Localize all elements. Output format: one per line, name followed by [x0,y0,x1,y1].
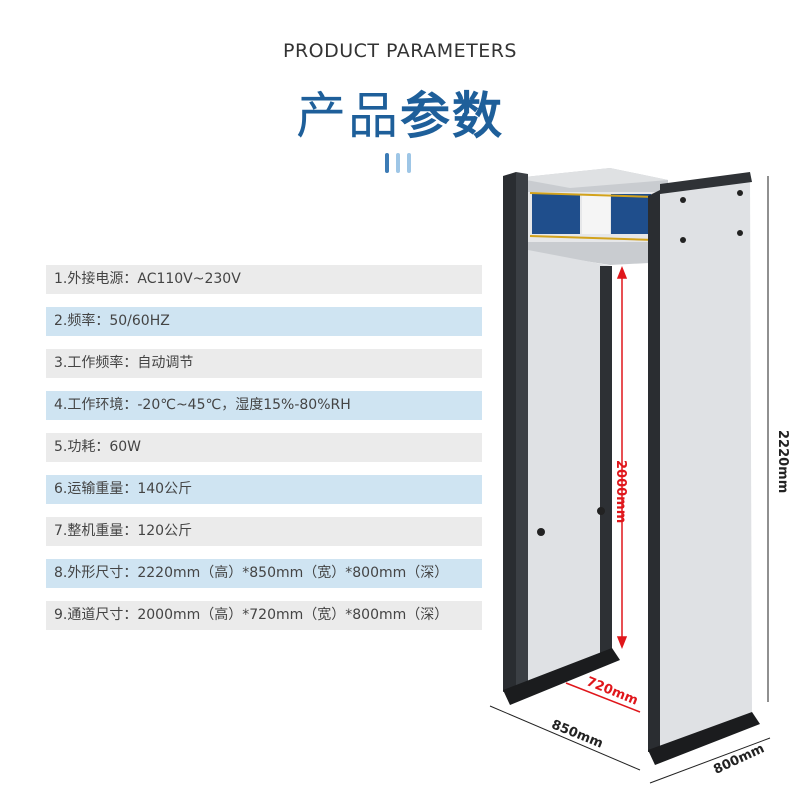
param-row: 6.运输重量：140公斤 [46,475,482,504]
param-row: 7.整机重量：120公斤 [46,517,482,546]
param-row: 2.频率：50/60HZ [46,307,482,336]
param-row: 3.工作频率：自动调节 [46,349,482,378]
decorative-bars [385,153,411,173]
param-row: 9.通道尺寸：2000mm（高）*720mm（宽）*800mm（深） [46,601,482,630]
outer-height-label: 2220mm [775,430,790,494]
title-light: 产品 [296,87,400,145]
title-english: PRODUCT PARAMETERS [282,40,517,62]
title-bold: 参数 [400,87,504,145]
title-chinese: 产品参数 [0,76,800,148]
param-row: 8.外形尺寸：2220mm（高）*850mm（宽）*800mm（深） [46,559,482,588]
param-row: 4.工作环境：-20℃~45℃，湿度15%-80%RH [46,391,482,420]
param-row: 5.功耗：60W [46,433,482,462]
param-row: 1.外接电源：AC110V~230V [46,265,482,294]
inner-height-label: 2000mm [613,460,628,524]
